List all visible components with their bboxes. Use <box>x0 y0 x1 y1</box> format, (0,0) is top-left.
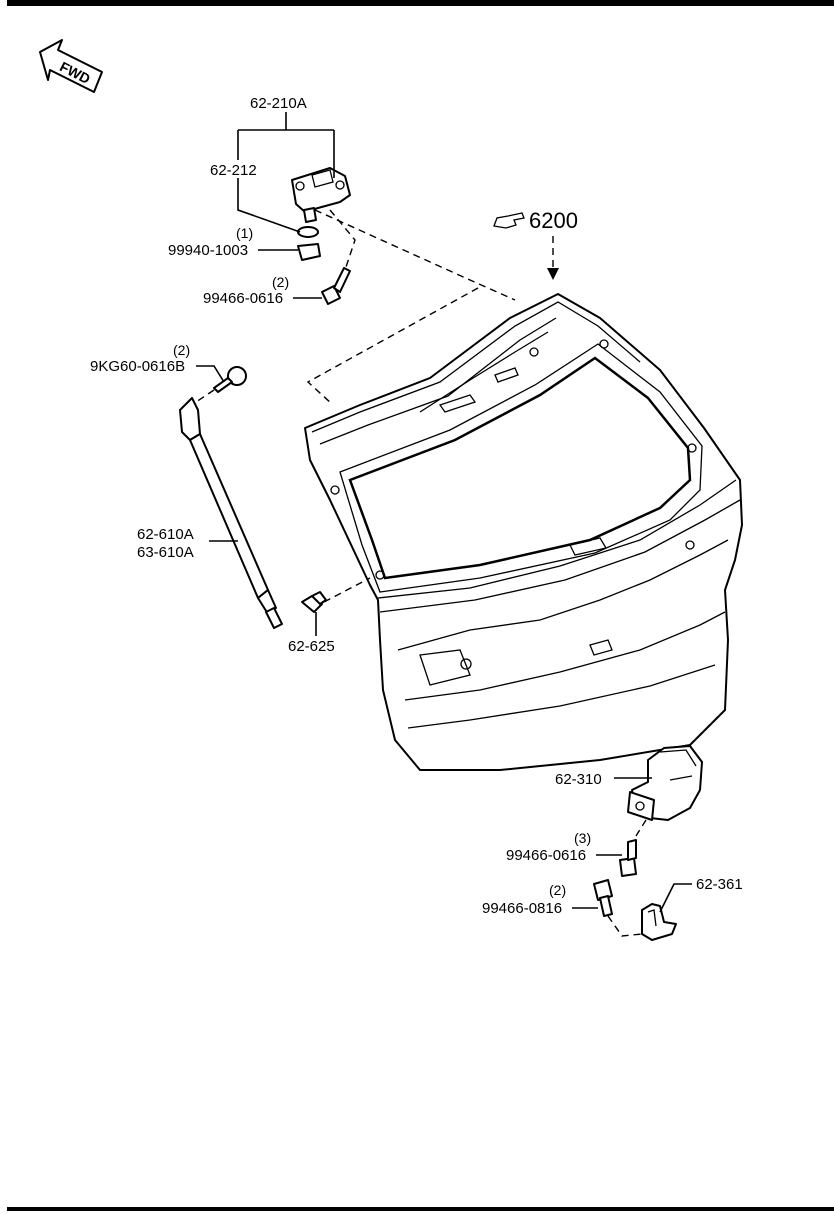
callout-62-610a: 62-610A <box>137 526 194 543</box>
rear-window <box>348 356 692 580</box>
gas-strut <box>179 366 327 629</box>
hinge-washer <box>297 226 319 238</box>
assembly-ref-label: 6200 <box>529 208 578 233</box>
latch-bolt <box>619 839 637 877</box>
callout-99466-0616-latch-qty: (3) <box>574 830 591 846</box>
callout-leaders <box>196 112 692 913</box>
assembly-ref: 6200 <box>493 208 578 280</box>
hinge-assembly <box>291 167 351 223</box>
callout-99940-1003: 99940-1003 <box>168 242 248 259</box>
callout-99466-0616-hinge: 99466-0616 <box>203 290 283 307</box>
callout-62-212: 62-212 <box>210 162 257 179</box>
striker <box>641 903 677 941</box>
fwd-arrow-icon: FWD <box>39 39 103 93</box>
callout-99940-1003-qty: (1) <box>236 225 253 241</box>
callout-62-361: 62-361 <box>696 876 743 893</box>
hinge-nut <box>297 243 321 261</box>
hinge-bolt <box>321 267 351 305</box>
callout-62-310: 62-310 <box>555 771 602 788</box>
liftgate-panel <box>304 293 743 771</box>
callout-62-210a: 62-210A <box>250 95 307 112</box>
striker-bolt <box>593 879 613 917</box>
callout-9kg60-0616b: 9KG60-0616B <box>90 358 185 375</box>
liftgate-latch <box>627 745 703 821</box>
top-rule <box>7 0 834 6</box>
callout-99466-0616-latch: 99466-0616 <box>506 847 586 864</box>
callout-99466-0816-qty: (2) <box>549 882 566 898</box>
callout-99466-0616-hinge-qty: (2) <box>272 274 289 290</box>
callout-99466-0816: 99466-0816 <box>482 900 562 917</box>
callout-9kg60-0616b-qty: (2) <box>173 342 190 358</box>
callout-63-610a: 63-610A <box>137 544 194 561</box>
pointing-hand-icon <box>493 212 525 229</box>
bottom-rule <box>7 1207 834 1211</box>
callout-62-625: 62-625 <box>288 638 335 655</box>
